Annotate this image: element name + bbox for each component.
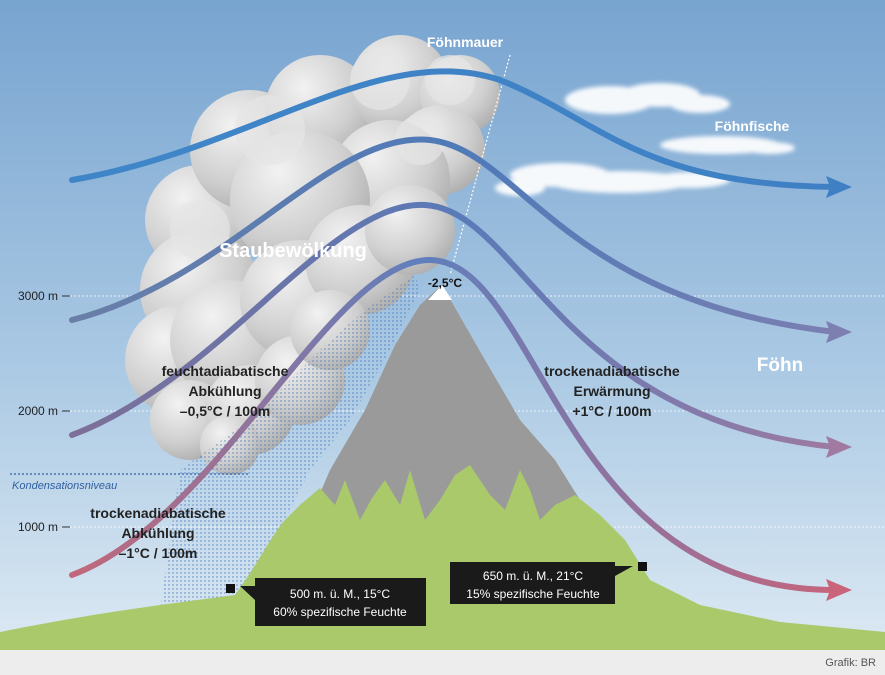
airflow-arrow-4 (69, 256, 838, 593)
process-trocken-warm: trockenadiabatische Erwärmung +1°C / 100… (544, 363, 680, 419)
airflow-arrows (69, 68, 838, 593)
process-trocken-kalt-line-1: trockenadiabatische (90, 505, 226, 521)
process-trocken-warm-line-3: +1°C / 100m (572, 403, 651, 419)
precipitation-area (160, 275, 420, 610)
arrow-head-4 (826, 579, 852, 601)
foehnfische-clouds (495, 83, 795, 196)
luv-station-line-2: 60% spezifische Feuchte (273, 605, 407, 619)
luv-station-line-1: 500 m. ü. M., 15°C (290, 587, 391, 601)
foehn-label: Föhn (757, 355, 803, 376)
footer-bar (0, 650, 885, 675)
altitude-label-1000: 1000 m (18, 520, 58, 534)
altitude-label-3000: 3000 m (18, 289, 58, 303)
station-callout-luv: 500 m. ü. M., 15°C 60% spezifische Feuch… (240, 578, 426, 626)
station-marker-luv (226, 584, 235, 593)
foehnmauer-label: Föhnmauer (427, 34, 504, 50)
process-feucht-line-3: –0,5°C / 100m (180, 403, 270, 419)
station-marker-lee (638, 562, 647, 571)
process-feucht-line-2: Abkühlung (188, 383, 261, 399)
lee-station-line-1: 650 m. ü. M., 21°C (483, 569, 584, 583)
credit-label: Grafik: BR (825, 657, 876, 669)
grass-hills (0, 465, 885, 650)
process-trocken-kalt-line-3: –1°C / 100m (119, 545, 198, 561)
condensation-level-label: Kondensationsniveau (12, 480, 117, 492)
mountain-rock (300, 285, 585, 540)
lee-station-line-2: 15% spezifische Feuchte (466, 587, 600, 601)
arrow-head-3 (826, 436, 852, 458)
staubewoelkung-label: Staubewölkung (219, 240, 367, 262)
process-trocken-kalt: trockenadiabatische Abkühlung –1°C / 100… (90, 505, 226, 561)
mountain-snow (428, 285, 452, 300)
peak-temperature: -2,5°C (428, 276, 462, 290)
process-trocken-warm-line-1: trockenadiabatische (544, 363, 680, 379)
airflow-arrow-2 (69, 136, 838, 335)
airflow-arrow-1 (69, 68, 838, 190)
arrow-heads (826, 176, 852, 601)
altitude-label-2000: 2000 m (18, 404, 58, 418)
process-trocken-warm-line-2: Erwärmung (573, 383, 650, 399)
foehnfische-label: Föhnfische (715, 118, 790, 134)
process-feucht-line-1: feuchtadiabatische (162, 363, 289, 379)
arrow-head-1 (826, 176, 852, 198)
station-callout-lee: 650 m. ü. M., 21°C 15% spezifische Feuch… (450, 562, 633, 604)
airflow-arrow-3 (69, 201, 838, 450)
process-trocken-kalt-line-2: Abkühlung (121, 525, 194, 541)
process-feucht: feuchtadiabatische Abkühlung –0,5°C / 10… (162, 363, 289, 419)
arrow-head-2 (826, 321, 852, 343)
